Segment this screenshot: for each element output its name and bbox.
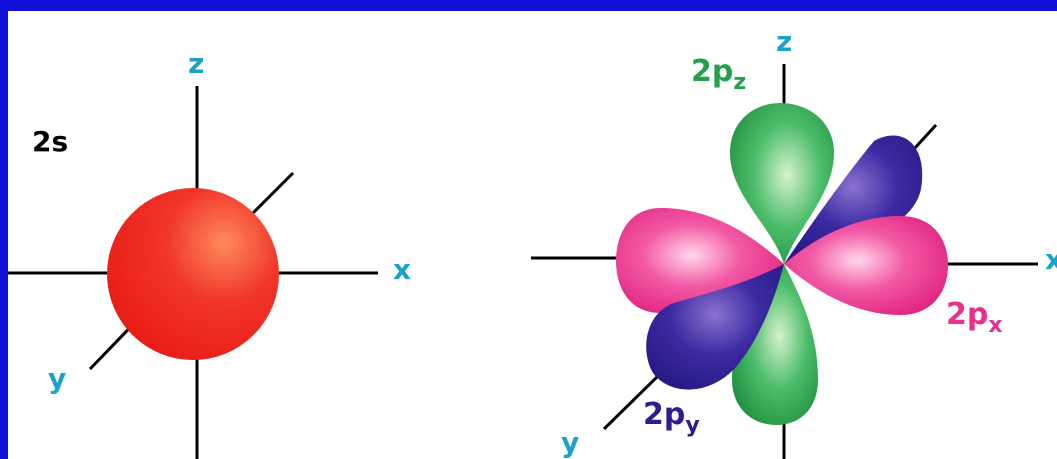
axis-label-x: x [393,253,411,286]
pz-lobe-lower [732,264,818,425]
label-2px: 2px [946,297,1003,338]
py-lobe-back [784,135,923,264]
axis-label-z: z [188,47,204,80]
pz-lobe-upper [730,103,834,264]
axis-label-y: y [561,426,579,459]
s-orbital-diagram: 2s z x y [8,47,411,459]
p-orbitals-diagram: z x y 2pz 2px 2py [531,25,1057,459]
py-lobe-front [646,264,784,390]
axis-label-z: z [776,25,792,58]
axis-label-y: y [48,362,66,395]
label-2pz: 2pz [691,54,746,95]
diagram-panel: 2s z x y z x y 2pz 2px 2py [8,11,1057,459]
orbital-diagram: 2s z x y z x y 2pz 2px 2py [8,25,1057,459]
s-orbital-sphere [107,188,279,360]
px-lobe-right [784,216,948,315]
y-axis-front [602,374,660,431]
label-2py: 2py [643,397,700,438]
y-axis-back [248,171,295,218]
axis-label-x: x [1045,243,1057,276]
orbital-label-2s: 2s [32,125,68,158]
